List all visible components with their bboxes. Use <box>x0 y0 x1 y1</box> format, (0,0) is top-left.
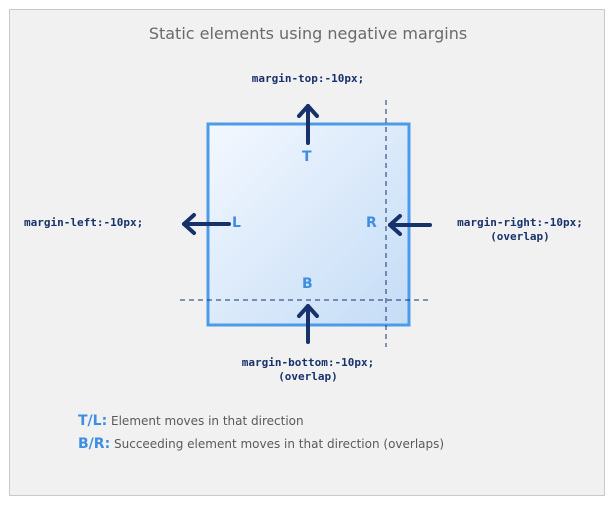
label-margin-top: margin-top:-10px; <box>251 72 365 85</box>
letter-right: R <box>366 215 377 231</box>
arrow-right-side-icon <box>388 214 432 236</box>
arrow-left-icon <box>182 213 231 235</box>
legend-br-text: Succeeding element moves in that directi… <box>114 437 445 451</box>
arrow-bottom-side-icon <box>297 304 319 344</box>
legend-tl-text: Element moves in that direction <box>111 414 304 428</box>
label-margin-left: margin-left:-10px; <box>24 216 144 229</box>
legend-tl-key: T/L: <box>78 413 108 429</box>
letter-left: L <box>232 215 241 231</box>
diagram-title: Static elements using negative margins <box>148 24 468 43</box>
label-margin-right: margin-right:-10px; (overlap) <box>457 216 583 243</box>
legend-tl: T/L: Element moves in that direction <box>78 413 304 429</box>
letter-bottom: B <box>302 276 313 292</box>
legend-br-key: B/R: <box>78 436 111 452</box>
arrow-up-icon <box>297 104 319 145</box>
label-margin-bottom: margin-bottom:-10px; (overlap) <box>241 356 375 383</box>
letter-top: T <box>302 149 312 165</box>
legend-br: B/R: Succeeding element moves in that di… <box>78 436 444 452</box>
